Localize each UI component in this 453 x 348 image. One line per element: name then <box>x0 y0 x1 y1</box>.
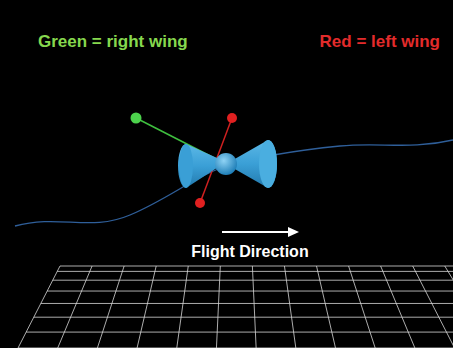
grid-line <box>413 266 453 348</box>
left-wing-marker <box>227 113 237 123</box>
grid-line <box>57 271 453 272</box>
grid-line <box>381 266 415 348</box>
grid-line <box>34 317 453 318</box>
grid-line <box>177 266 189 348</box>
grid-line <box>445 266 453 348</box>
grid-line <box>216 266 220 348</box>
grid-line <box>18 266 60 348</box>
grid-line <box>47 291 453 292</box>
legend-text: Green = right wing <box>38 32 188 52</box>
grid-line <box>26 332 453 333</box>
front-cone-base <box>259 140 277 188</box>
grid-line <box>349 266 376 348</box>
legend-text: Red = left wing <box>320 32 440 52</box>
left-wing-marker <box>195 198 205 208</box>
flight-arrow-head <box>288 227 299 237</box>
grid-line <box>60 266 453 267</box>
floor-grid <box>18 266 453 348</box>
grid-line <box>58 266 92 348</box>
right-wing-marker <box>131 113 142 124</box>
grid-line <box>317 266 336 348</box>
rear-cone-base <box>179 144 193 188</box>
grid-line <box>41 303 453 304</box>
grid-line <box>252 266 256 348</box>
body-sphere <box>215 153 237 175</box>
grid-line <box>284 266 295 348</box>
flight-trajectory <box>15 140 453 226</box>
arrow-label: Flight Direction <box>191 243 308 261</box>
grid-line <box>97 266 124 348</box>
grid-line <box>137 266 156 348</box>
flight-arrow-shaft <box>222 231 290 233</box>
